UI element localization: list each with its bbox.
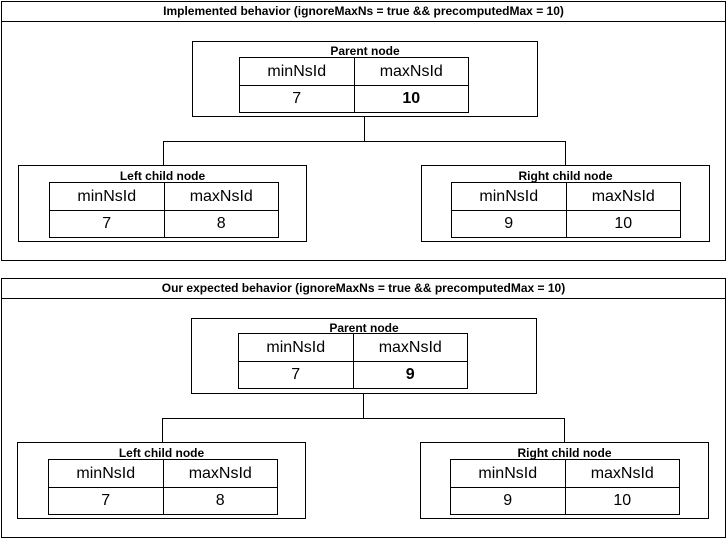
max-ns-id-header: maxNsId [163, 182, 279, 211]
node-values-table: minNsId maxNsId 9 10 [451, 182, 681, 238]
implemented-behavior-panel: Implemented behavior (ignoreMaxNs = true… [1, 1, 726, 261]
min-ns-id-value: 7 [48, 487, 164, 515]
min-ns-id-value: 7 [49, 210, 165, 238]
node-title: Right child node [518, 169, 613, 183]
left-child-node: Left child node minNsId maxNsId 7 8 [17, 442, 306, 519]
connector-line [364, 117, 365, 141]
max-ns-id-header: maxNsId [162, 459, 278, 488]
min-ns-id-header: minNsId [451, 182, 567, 211]
connector-line [163, 141, 164, 165]
node-title: Parent node [330, 44, 400, 58]
min-ns-id-header: minNsId [238, 333, 354, 362]
max-ns-id-header: maxNsId [352, 333, 468, 362]
panel-title: Implemented behavior (ignoreMaxNs = true… [2, 2, 725, 22]
max-ns-id-value: 8 [162, 487, 278, 515]
parent-node: Parent node minNsId maxNsId 7 9 [191, 318, 537, 394]
max-ns-id-value: 8 [163, 210, 279, 238]
connector-line [162, 418, 564, 419]
node-values-table: minNsId maxNsId 7 9 [238, 333, 468, 389]
node-title: Left child node [118, 446, 205, 460]
right-child-node: Right child node minNsId maxNsId 9 10 [421, 165, 710, 242]
left-child-node: Left child node minNsId maxNsId 7 8 [18, 165, 307, 242]
min-ns-id-value: 7 [238, 361, 354, 389]
max-ns-id-header: maxNsId [565, 182, 681, 211]
node-values-table: minNsId maxNsId 7 8 [48, 459, 278, 515]
connector-line [564, 418, 565, 442]
max-ns-id-value: 10 [565, 210, 681, 238]
node-values-table: minNsId maxNsId 9 10 [450, 459, 680, 515]
node-title: Right child node [517, 446, 612, 460]
panel-title: Our expected behavior (ignoreMaxNs = tru… [2, 279, 725, 299]
max-ns-id-header: maxNsId [353, 57, 469, 86]
connector-line [162, 418, 163, 442]
connector-line [565, 141, 566, 165]
right-child-node: Right child node minNsId maxNsId 9 10 [420, 442, 709, 519]
min-ns-id-value: 9 [451, 210, 567, 238]
node-values-table: minNsId maxNsId 7 10 [239, 57, 469, 113]
expected-behavior-panel: Our expected behavior (ignoreMaxNs = tru… [1, 278, 726, 538]
connector-line [363, 394, 364, 418]
min-ns-id-value: 7 [239, 85, 355, 113]
max-ns-id-header: maxNsId [564, 459, 680, 488]
max-ns-id-value: 9 [352, 361, 468, 389]
parent-node: Parent node minNsId maxNsId 7 10 [192, 41, 538, 117]
connector-line [163, 141, 565, 142]
min-ns-id-header: minNsId [49, 182, 165, 211]
node-title: Left child node [119, 169, 206, 183]
max-ns-id-value: 10 [353, 85, 469, 113]
min-ns-id-header: minNsId [239, 57, 355, 86]
min-ns-id-header: minNsId [450, 459, 566, 488]
max-ns-id-value: 10 [564, 487, 680, 515]
min-ns-id-header: minNsId [48, 459, 164, 488]
node-title: Parent node [329, 321, 399, 335]
min-ns-id-value: 9 [450, 487, 566, 515]
node-values-table: minNsId maxNsId 7 8 [49, 182, 279, 238]
